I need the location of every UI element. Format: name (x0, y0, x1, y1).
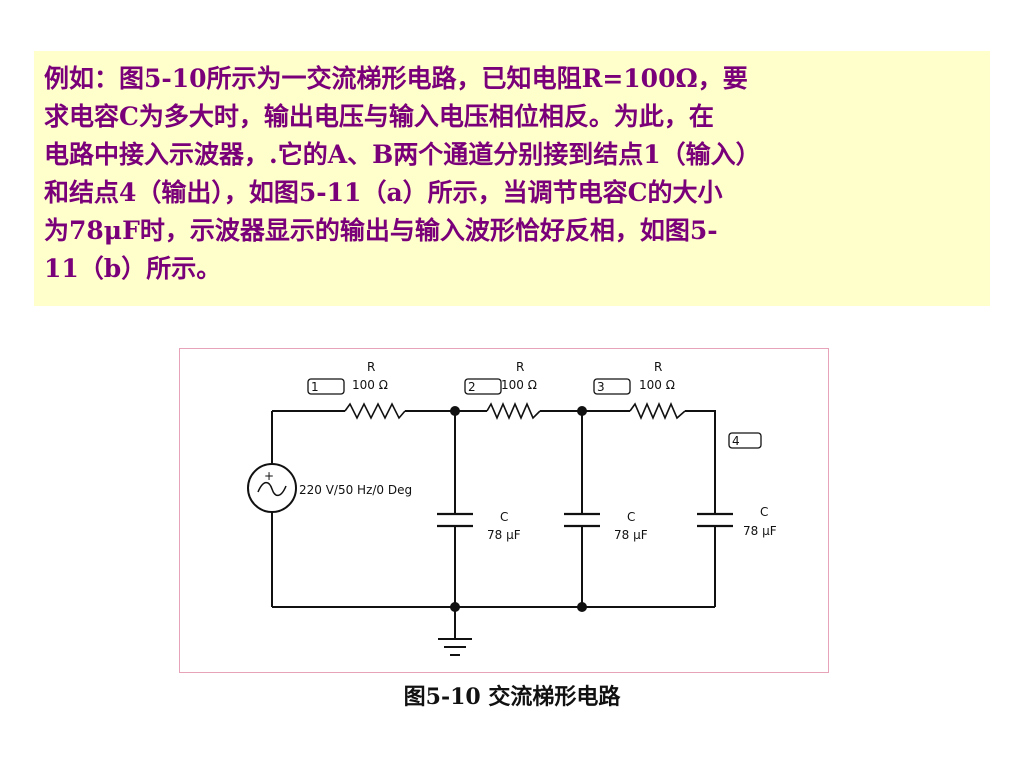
ac-source-icon (247, 463, 297, 513)
description-line: 11（b）所示。 (44, 254, 222, 283)
junction-dot (450, 602, 460, 612)
description-line: 电路中接入示波器，.它的A、B两个通道分别接到结点1（输入） (44, 140, 761, 169)
capacitor-3 (697, 512, 733, 528)
resistor-1-name: R (367, 360, 375, 374)
description-line: 和结点4（输出），如图5-11（a）所示，当调节电容C的大小 (44, 178, 723, 207)
resistor-1-value: 100 Ω (352, 378, 388, 392)
source-label: 220 V/50 Hz/0 Deg (299, 483, 412, 497)
resistor-1 (344, 402, 406, 420)
capacitor-1-value: 78 μF (487, 528, 521, 542)
circuit-figure: + 220 V/50 Hz/0 Deg 1 2 3 4 R 100 Ω R 10… (179, 348, 829, 673)
node-2-label: 2 (468, 380, 476, 394)
capacitor-2 (564, 512, 600, 528)
ground-icon (438, 638, 472, 656)
capacitor-3-value: 78 μF (743, 524, 777, 538)
junction-dot (577, 602, 587, 612)
figure-caption: 图5-10 交流梯形电路 (403, 684, 621, 710)
node-4-label: 4 (732, 434, 740, 448)
description-line: 求电容C为多大时，输出电压与输入电压相位相反。为此，在 (44, 102, 714, 131)
resistor-3-name: R (654, 360, 662, 374)
capacitor-1-name: C (500, 510, 508, 524)
node-3-box (593, 378, 631, 395)
capacitor-2-value: 78 μF (614, 528, 648, 542)
resistor-2-name: R (516, 360, 524, 374)
node-2-box (464, 378, 502, 395)
node-1-box (307, 378, 345, 395)
resistor-3-value: 100 Ω (639, 378, 675, 392)
node-4-box (728, 432, 762, 449)
junction-dot (450, 406, 460, 416)
source-polarity: + (264, 469, 274, 483)
description-line: 为78μF时，示波器显示的输出与输入波形恰好反相，如图5- (44, 216, 718, 245)
resistor-2-value: 100 Ω (501, 378, 537, 392)
junction-dot (577, 406, 587, 416)
circuit-diagram: + 220 V/50 Hz/0 Deg 1 2 3 4 R 100 Ω R 10… (247, 360, 777, 656)
resistor-2 (486, 401, 541, 421)
resistor-3 (629, 401, 686, 421)
wire-top-right (685, 410, 716, 499)
description-box: 例如：图5-10所示为一交流梯形电路，已知电阻R=100Ω，要 求电容C为多大时… (34, 51, 990, 306)
capacitor-1 (437, 512, 473, 528)
node-1-label: 1 (311, 380, 319, 394)
capacitor-3-name: C (760, 505, 768, 519)
node-3-label: 3 (597, 380, 605, 394)
description-line: 例如：图5-10所示为一交流梯形电路，已知电阻R=100Ω，要 (44, 64, 748, 93)
capacitor-2-name: C (627, 510, 635, 524)
